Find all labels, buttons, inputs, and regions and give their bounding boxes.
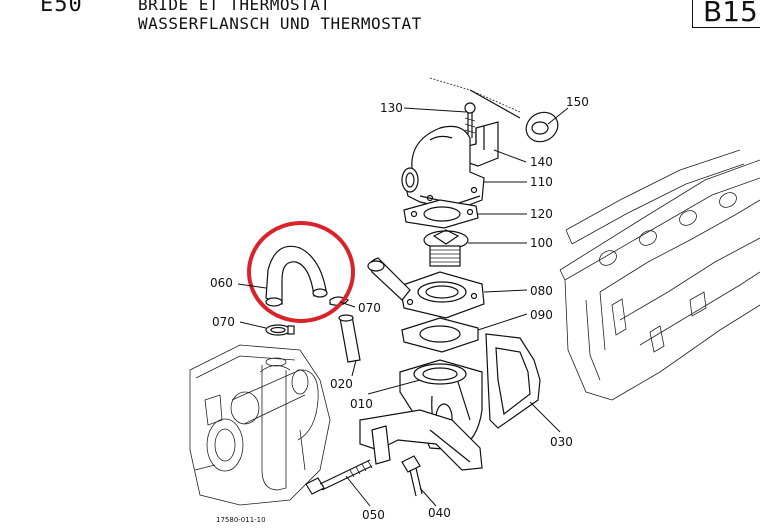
callout-070-upper: 070 xyxy=(358,301,381,315)
part-060-hose xyxy=(265,245,328,307)
part-080-flange xyxy=(367,257,485,319)
part-150-cap xyxy=(429,77,559,143)
part-100-thermostat xyxy=(423,229,469,267)
callout-100: 100 xyxy=(530,236,553,250)
callout-040: 040 xyxy=(428,506,451,520)
mounting-bracket xyxy=(359,409,483,471)
callout-150: 150 xyxy=(566,95,589,109)
callout-010: 010 xyxy=(350,397,373,411)
title-french: BRIDE ET THERMOSTAT xyxy=(138,0,331,14)
callout-090: 090 xyxy=(530,308,553,322)
callout-130: 130 xyxy=(380,101,403,115)
part-130-bolt xyxy=(464,102,476,138)
part-120-gasket xyxy=(403,199,479,229)
part-020-pipe xyxy=(338,314,361,363)
part-050-bolt xyxy=(305,459,373,495)
part-090-gasket xyxy=(401,317,479,353)
highlight-circle xyxy=(247,221,355,323)
water-pump-outline xyxy=(189,344,331,506)
leader-lines xyxy=(237,107,569,507)
callout-120: 120 xyxy=(530,207,553,221)
part-030-gasket xyxy=(485,333,541,429)
callout-050: 050 xyxy=(362,508,385,522)
part-040-bolt xyxy=(401,455,423,497)
page-code: B15 xyxy=(703,0,758,28)
part-110-housing xyxy=(401,125,485,211)
callout-030: 030 xyxy=(550,435,573,449)
callout-110: 110 xyxy=(530,175,553,189)
callout-140: 140 xyxy=(530,155,553,169)
callout-060: 060 xyxy=(210,276,233,290)
callout-020: 020 xyxy=(330,377,353,391)
drawing-number: 17580-011-10 xyxy=(216,516,266,524)
callout-080: 080 xyxy=(530,284,553,298)
part-010-water-flange xyxy=(399,359,483,451)
part-070-clamp-lower xyxy=(265,324,295,336)
callout-070-lower: 070 xyxy=(212,315,235,329)
page-code-box: B15 xyxy=(692,0,760,28)
title-german: WASSERFLANSCH UND THERMOSTAT xyxy=(138,14,422,33)
engine-block-outline xyxy=(559,149,760,401)
model-code: E50 xyxy=(40,0,83,17)
